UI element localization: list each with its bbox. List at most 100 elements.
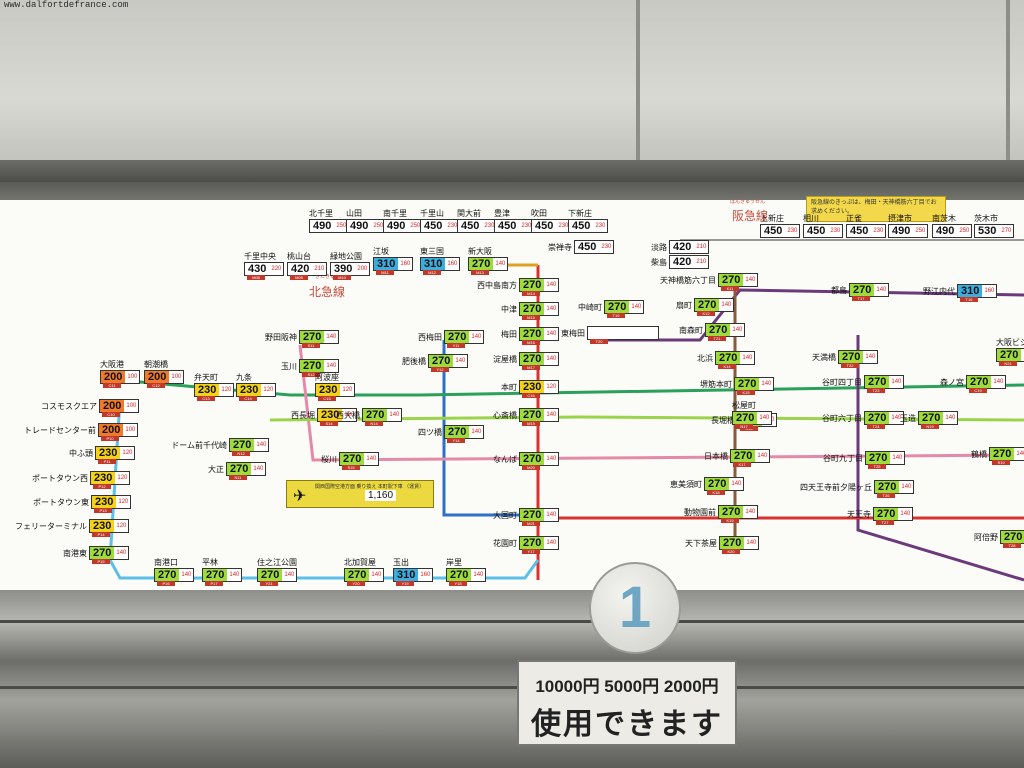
child-fare: 250: [410, 223, 421, 229]
child-fare: 230: [873, 228, 884, 234]
steel-stripe: [0, 686, 1024, 689]
station-name: 正雀: [846, 214, 862, 223]
adult-fare: 270: [520, 453, 545, 465]
ceiling-seam: [636, 0, 640, 160]
watermark: www.dalfortdefrance.com: [4, 0, 129, 10]
banknote-sign: 10000円 5000円 2000円 使用できます: [517, 660, 737, 746]
adult-fare: 420: [288, 263, 313, 275]
adult-fare: 270: [230, 439, 255, 451]
station-code: T22: [841, 363, 859, 368]
child-fare: 230: [447, 223, 458, 229]
station-name: 谷町六丁目: [822, 414, 862, 423]
station-code: K15: [737, 390, 755, 395]
airplane-icon: ✈: [293, 488, 307, 505]
adult-fare: 270: [735, 378, 760, 390]
adult-fare: 450: [575, 241, 600, 253]
station-name: 大阪港: [100, 360, 124, 369]
adult-fare: 490: [384, 220, 409, 232]
station-name: 動物園前: [684, 508, 716, 517]
station-code: Y20: [347, 581, 365, 586]
adult-fare: 230: [91, 472, 116, 484]
station-name: 阿倍野: [974, 533, 998, 542]
adult-fare: 420: [670, 241, 695, 253]
child-fare: 230: [558, 223, 569, 229]
child-fare: 120: [116, 523, 127, 529]
station-code: P12: [93, 484, 111, 489]
adult-fare: 490: [310, 220, 335, 232]
adult-fare: 450: [532, 220, 557, 232]
adult-fare: 270: [605, 301, 630, 313]
adult-fare: 270: [865, 412, 890, 424]
station-name: 中ふ頭: [69, 449, 93, 458]
station-name: 恵美須町: [670, 480, 702, 489]
station-code: T17: [852, 296, 870, 301]
transfer-notice: 阪急線のきっぷは、梅田・天神橋筋六丁目でお求めください。: [806, 196, 946, 222]
adult-fare: 450: [495, 220, 520, 232]
station-name: 淡路: [651, 243, 667, 252]
station-name: 谷町九丁目: [823, 454, 863, 463]
platform-number-badge: 1: [589, 562, 681, 654]
station-code: M19: [522, 421, 540, 426]
child-fare: 140: [546, 306, 557, 312]
adult-fare: 270: [695, 299, 720, 311]
adult-fare: 270: [520, 353, 545, 365]
child-fare: 140: [229, 572, 240, 578]
station-name: なんば: [493, 455, 517, 464]
child-fare: 140: [326, 363, 337, 369]
adult-fare: 270: [720, 537, 745, 549]
station-code: N17: [735, 424, 753, 429]
station-name: 大国町: [493, 511, 517, 520]
route-lines: [108, 239, 1024, 582]
adult-fare: 450: [569, 220, 594, 232]
adult-fare: 270: [919, 412, 944, 424]
adult-fare: 270: [520, 537, 545, 549]
station-code: Y14: [447, 438, 465, 443]
station-name: 上新庄: [760, 214, 784, 223]
station-name: 玉造: [900, 414, 916, 423]
station-name: 北浜: [697, 354, 713, 363]
child-fare: 120: [546, 384, 557, 390]
station-code: K18: [707, 490, 725, 495]
adult-fare: 200: [100, 400, 125, 412]
station-code: M13: [471, 270, 489, 275]
station-name: 西梅田: [418, 333, 442, 342]
station-name: ドーム前千代崎: [171, 441, 227, 450]
station-code: P11: [98, 459, 116, 464]
adult-fare: 310: [421, 258, 446, 270]
station-name: 崇禅寺: [548, 243, 572, 252]
child-fare: 140: [746, 540, 757, 546]
child-fare: 210: [696, 259, 707, 265]
child-fare: 140: [745, 509, 756, 515]
adult-fare: 270: [733, 412, 758, 424]
adult-fare: [588, 327, 594, 339]
station-name: 森ノ宮: [940, 378, 964, 387]
station-name: 扇町: [676, 301, 692, 310]
station-code: P14: [92, 532, 110, 537]
kita-line-label: 北急線: [309, 285, 346, 299]
child-fare: 140: [546, 356, 557, 362]
adult-fare: 230: [90, 520, 115, 532]
station-code: K12: [697, 311, 715, 316]
